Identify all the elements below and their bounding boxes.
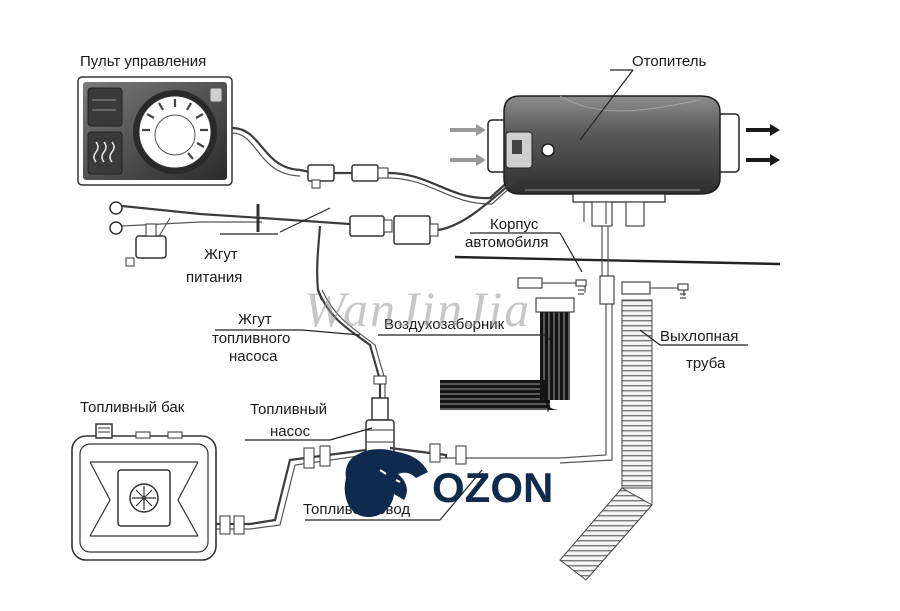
air-out-arrows (746, 124, 780, 166)
fuel-pump (365, 397, 467, 465)
label-air-intake: Воздухозаборник (384, 316, 505, 333)
dinosaur-logo-icon (344, 449, 428, 517)
label-fuel-pump-harness-3: насоса (229, 348, 278, 365)
label-fuel-pump-1: Топливный (250, 401, 327, 418)
brand-watermark-text: OZON (432, 464, 553, 511)
label-fuel-tank: Топливный бак (80, 399, 185, 416)
heat-waves-icon (93, 141, 115, 163)
fuel-tank (71, 423, 217, 561)
air-intake-hose (440, 297, 575, 412)
label-exhaust-1: Выхлопная (660, 328, 738, 345)
heater (487, 95, 740, 195)
label-power-harness-1: Жгут (204, 246, 238, 263)
control-panel (77, 76, 233, 186)
air-in-arrows (450, 124, 486, 166)
label-fuel-pump-harness-1: Жгут (238, 311, 272, 328)
leader-lines (215, 69, 748, 521)
watermark-text: WanJinJia (304, 281, 531, 337)
label-car-body-1: Корпус (490, 216, 539, 233)
brand-watermark: OZON (344, 449, 553, 517)
label-exhaust-2: труба (686, 355, 726, 372)
car-body-line (454, 255, 781, 266)
mounting-clamps (517, 277, 689, 299)
label-fuel-pump-2: насос (270, 423, 311, 440)
power-harness (109, 167, 531, 301)
label-fuel-pump-harness-2: топливного (212, 330, 290, 347)
exhaust-pipe (559, 299, 653, 581)
label-control-panel: Пульт управления (80, 53, 206, 70)
label-car-body-2: автомобиля (465, 234, 549, 251)
label-heater: Отопитель (632, 53, 707, 70)
label-power-harness-2: питания (186, 269, 242, 286)
